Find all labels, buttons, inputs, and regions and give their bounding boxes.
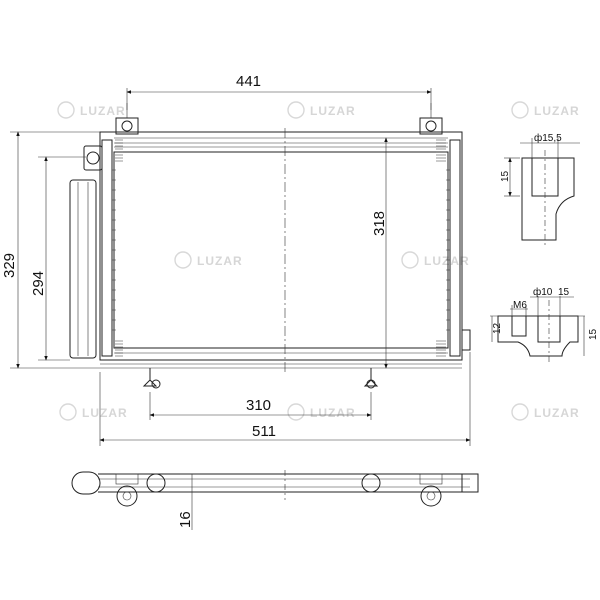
detail-bottom-height-left: 12 (492, 322, 503, 334)
svg-text:LUZAR: LUZAR (310, 406, 356, 420)
svg-text:LUZAR: LUZAR (197, 254, 243, 268)
dim-core-height-right: 318 (371, 211, 388, 236)
condenser-front-view (69, 103, 471, 389)
svg-text:LUZAR: LUZAR (534, 104, 580, 118)
watermark-group: LUZAR LUZAR LUZAR LUZAR LUZAR LUZAR LUZA… (57, 101, 580, 421)
inlet-fitting (86, 151, 100, 165)
detail-bottom-mount: M6 ф10 15 12 15 (490, 286, 599, 362)
dim-bottom-mount-spacing: 310 (246, 397, 271, 414)
receiver-dryer-tank (69, 179, 97, 359)
top-mount-right (419, 103, 443, 135)
watermark: LUZAR (511, 403, 580, 421)
detail-bottom-height-right: 15 (588, 328, 599, 340)
condenser-core (113, 151, 449, 349)
condenser-bottom-view (71, 470, 479, 507)
dim-top-mount-spacing: 441 (236, 73, 261, 90)
dimensions-main: 441 329 294 318 310 511 (1, 73, 471, 446)
dimensions-bottom: 16 (177, 473, 200, 530)
svg-text:LUZAR: LUZAR (82, 406, 128, 420)
watermark: LUZAR (59, 403, 128, 421)
detail-top-mount: ф15,5 15 (500, 132, 580, 245)
bottom-mount-left (142, 368, 161, 389)
left-header-tank (101, 139, 113, 357)
detail-bottom-diameter: ф10 (533, 286, 553, 298)
watermark: LUZAR (174, 251, 243, 269)
detail-bottom-width: 15 (558, 287, 570, 298)
right-header-tank (449, 139, 461, 357)
dim-core-height: 294 (30, 271, 47, 296)
dim-overall-width: 511 (252, 423, 276, 440)
watermark: LUZAR (57, 101, 126, 119)
detail-top-diameter: ф15,5 (534, 132, 562, 144)
watermark: LUZAR (401, 251, 470, 269)
detail-top-height: 15 (500, 170, 511, 182)
condenser-frame (99, 131, 463, 361)
watermark: LUZAR (287, 403, 356, 421)
watermark: LUZAR (511, 101, 580, 119)
dim-overall-height: 329 (1, 253, 18, 278)
watermark: LUZAR (287, 101, 356, 119)
outlet-fitting (461, 329, 471, 351)
detail-bottom-thread: M6 (513, 300, 527, 311)
svg-text:LUZAR: LUZAR (424, 254, 470, 268)
bottom-mount-right (363, 368, 379, 389)
svg-text:LUZAR: LUZAR (534, 406, 580, 420)
dim-thickness: 16 (177, 511, 194, 528)
svg-text:LUZAR: LUZAR (80, 104, 126, 118)
fin-pattern (115, 139, 446, 357)
svg-text:LUZAR: LUZAR (310, 104, 356, 118)
